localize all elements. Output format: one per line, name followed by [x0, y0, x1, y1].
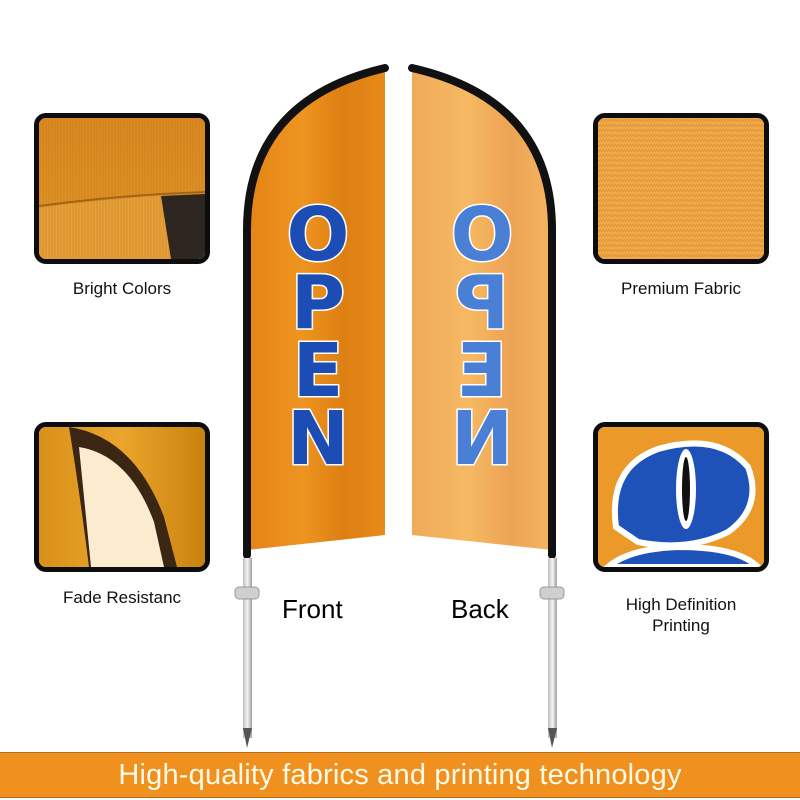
high-definition-caption-line1: High Definition: [625, 595, 737, 614]
premium-fabric-caption: Premium Fabric: [621, 279, 741, 298]
bright-colors-swatch: [34, 113, 210, 264]
fade-resistance-caption: Fade Resistanc: [62, 588, 182, 607]
high-definition-swatch: [593, 422, 769, 572]
premium-fabric-swatch: [593, 113, 769, 264]
fabric-weave-image: [598, 118, 764, 259]
front-flag: O P E N: [234, 64, 389, 748]
svg-text:N: N: [287, 396, 349, 482]
bright-colors-caption: Bright Colors: [72, 279, 172, 298]
bottom-banner: High-quality fabrics and printing techno…: [0, 752, 800, 798]
front-label: Front: [282, 594, 343, 624]
back-flag: O P E N: [408, 64, 565, 748]
print-closeup-image: [598, 427, 764, 567]
svg-text:P: P: [455, 260, 509, 346]
svg-text:P: P: [291, 260, 345, 346]
svg-text:O: O: [451, 192, 514, 278]
banner-text: High-quality fabrics and printing techno…: [118, 758, 682, 791]
svg-text:O: O: [287, 192, 350, 278]
fabric-fold-image: [39, 427, 205, 567]
back-label: Back: [451, 594, 509, 624]
flags-illustration: O P E N O P E N: [230, 60, 570, 750]
fade-resistance-swatch: [34, 422, 210, 572]
high-definition-caption: High Definition Printing: [583, 594, 779, 636]
high-definition-caption-line2: Printing: [652, 616, 710, 635]
fabric-roll-image: [39, 118, 205, 259]
svg-text:N: N: [451, 396, 513, 482]
svg-text:E: E: [457, 328, 508, 414]
svg-text:E: E: [293, 328, 344, 414]
